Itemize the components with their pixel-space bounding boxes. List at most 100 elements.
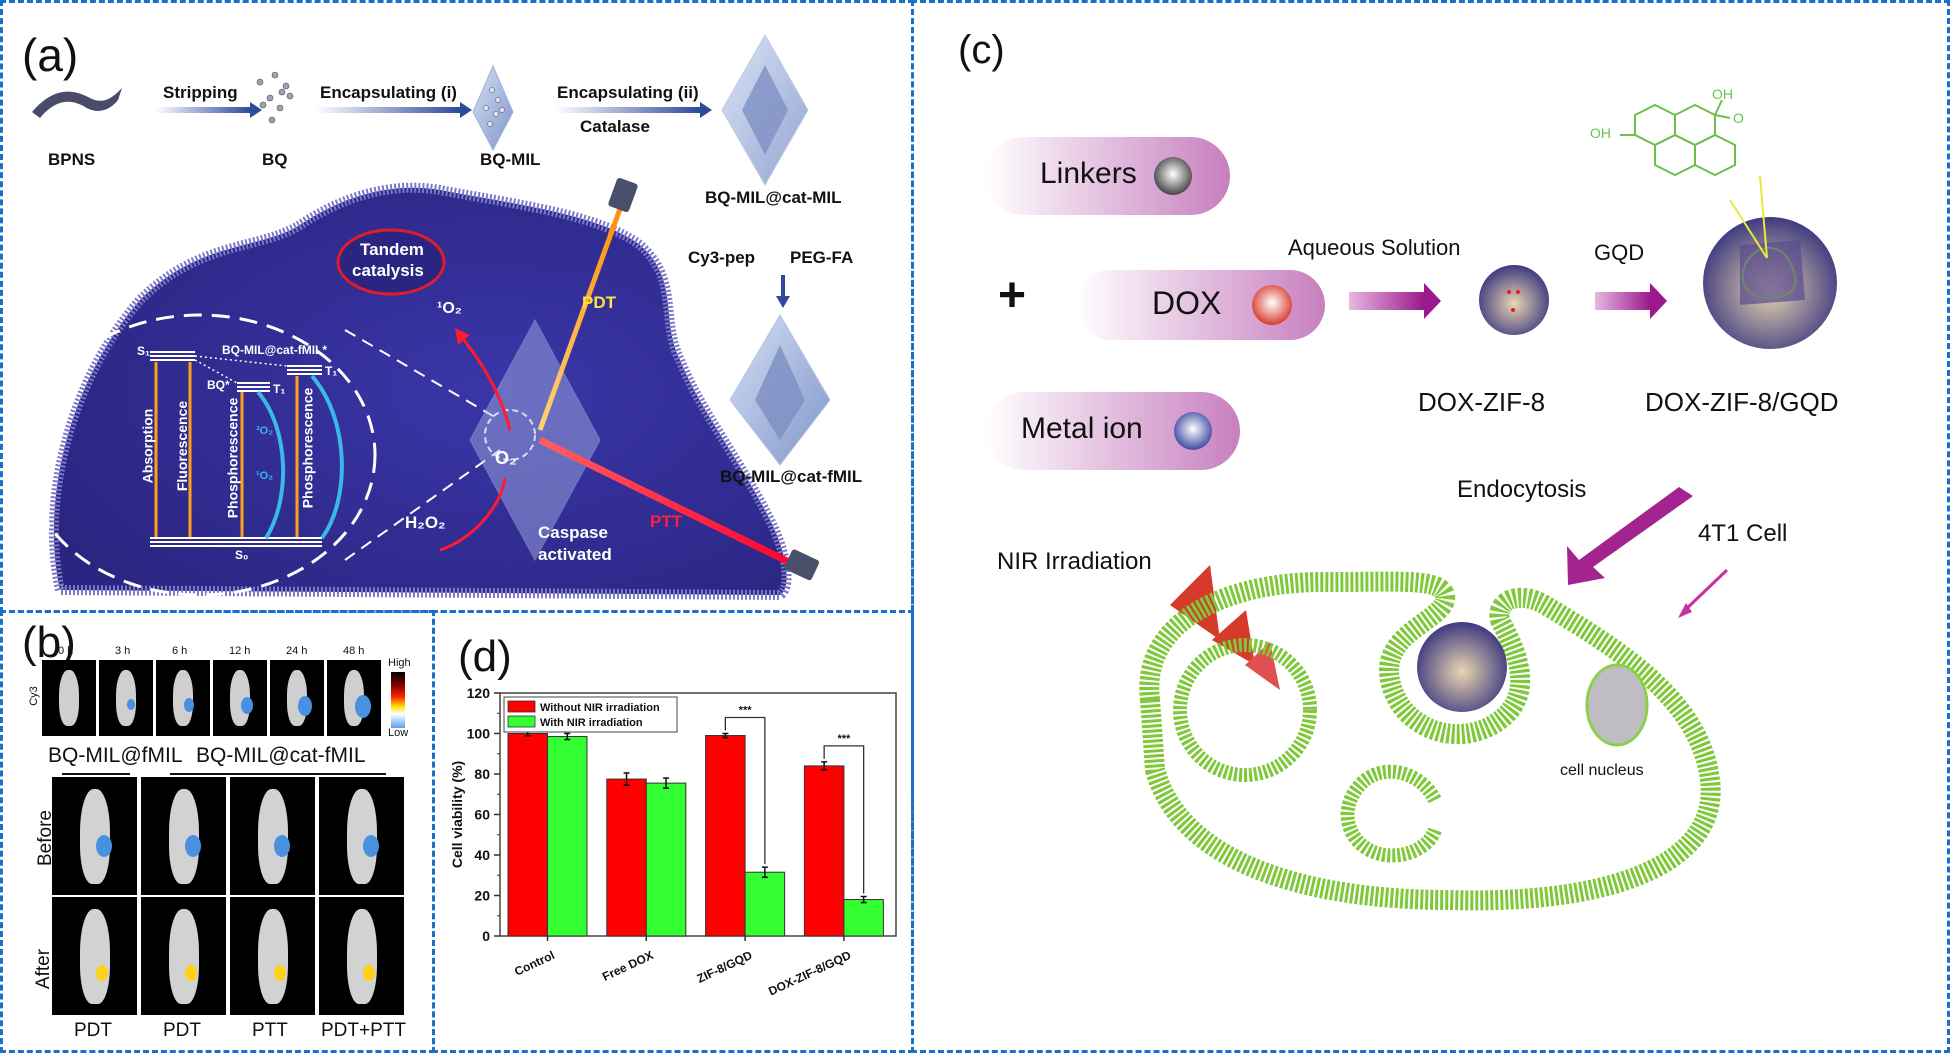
dox-zif8-label: DOX-ZIF-8 [1418,387,1546,417]
mouse-silhouette [116,670,136,726]
jablonski-t1-mil-label: T₁ [325,364,338,378]
legend-swatch [507,715,536,728]
fluorescence-spot [241,697,253,714]
panel-b-label: (b) [22,618,76,667]
pdt-laser-head [608,177,638,213]
y-tick-label: 120 [467,685,491,701]
tumor-signal [363,835,379,857]
fluorescence-spot [184,698,194,712]
singlet-oxygen-label: ¹O₂ [437,300,462,317]
y-axis-title: Cell viability (%) [449,761,465,868]
caspase-label-1: Caspase [538,523,608,542]
endocytosis-label: Endocytosis [1457,476,1587,503]
before-treatment-image [230,777,315,895]
after-treatment-image [230,897,315,1015]
encap-ii-arrow [555,107,700,113]
tumor-signal [274,965,286,981]
caspase-label-2: activated [538,545,612,564]
colorbar-high-label: High [388,657,411,669]
bar [843,899,884,937]
gqd-oh-label-2: OH [1712,86,1733,102]
fluorescence-spot [355,695,371,718]
legend-label: Without NIR irradiation [540,702,660,714]
treatment-label: PDT+PTT [321,1020,406,1041]
bq-mil-crystal [472,64,514,152]
panel-c-frame [911,0,1950,1053]
jablonski-s0-label: S₀ [235,548,249,562]
bq-label: BQ [262,150,288,169]
mouse-silhouette [347,909,377,1004]
bpns-label: BPNS [48,150,96,169]
jablonski-diagram [150,351,322,547]
fluorescence-spot [298,696,312,716]
before-treatment-image [319,777,404,895]
cell-body [48,182,792,601]
encap-i-label: Encapsulating (i) [320,83,457,102]
ptt-laser-beam [538,436,797,569]
time-point-image [213,660,267,736]
time-point-label: 48 h [343,645,365,657]
mouse-silhouette [258,909,288,1004]
mouse-silhouette [59,670,79,726]
mouse-silhouette [173,670,193,726]
tandem-label-2: catalysis [352,261,424,280]
linker-ball-icon [1154,157,1192,195]
panel-d-label: (d) [458,632,512,681]
endocytosis-arrow [1567,487,1693,585]
bq-dots-icon [256,71,294,124]
time-point-label: 24 h [286,645,308,657]
jablonski-singlet-oxygen-label: ¹O₂ [256,470,274,482]
tumor-signal [96,835,112,857]
peg-fa-label: PEG-FA [790,248,854,267]
treatment-label: PDT [163,1020,201,1041]
linkers-label: Linkers [1040,157,1137,190]
gqd-arrow [1595,292,1650,310]
nir-irradiation-icon [1170,565,1220,640]
y-tick-label: 0 [482,928,490,944]
gqd-oh-label-1: OH [1590,125,1611,141]
group-cat-fmil-underline [170,773,386,775]
group-fmil-underline [62,773,130,775]
aqueous-solution-label: Aqueous Solution [1288,235,1461,260]
broken-vesicle [1340,764,1442,863]
before-treatment-image [52,777,137,895]
h2o2-label: H₂O₂ [405,513,446,532]
time-point-label: 3 h [115,645,131,657]
cell-pointer-arrow [1681,568,1729,614]
aqueous-arrow [1349,292,1424,310]
legend-label: With NIR irradiation [540,717,643,729]
jablonski-t1-bq-label: T₁ [273,382,286,396]
metal-ion-pill [985,392,1240,470]
tumor-signal [185,965,197,981]
time-point-image [99,660,153,736]
metal-ball-icon [1174,412,1212,450]
tumor-signal [274,835,290,857]
time-point-image [327,660,381,736]
time-point-image [270,660,324,736]
stripping-label: Stripping [163,83,238,102]
gqd-label: GQD [1594,240,1645,265]
bar [606,778,647,937]
panel-a-label: (a) [22,29,79,81]
jablonski-mil-star-label: BQ-MIL@cat-fMIL* [222,343,328,357]
y-tick-label: 80 [474,766,490,782]
gqd-o-label: O [1733,110,1744,126]
after-treatment-image [52,897,137,1015]
tumor-signal [96,965,108,981]
group-cat-fmil-label: BQ-MIL@cat-fMIL [196,744,366,767]
cell-nucleus-label: cell nucleus [1560,762,1644,779]
legend-swatch [507,700,536,713]
y-tick-label: 100 [467,726,491,742]
bq-mil-label: BQ-MIL [480,150,541,169]
tandem-label-1: Tandem [360,240,424,259]
intensity-colorbar [391,672,405,728]
oxygen-label: O₂ [495,448,517,468]
stripping-arrow [155,107,250,113]
dox-zif8-particle [1479,265,1549,335]
bar [507,733,548,937]
jablonski-bq-star-label: BQ* [207,378,230,392]
cy3-pep-label: Cy3-pep [688,248,756,267]
bq-mil-cat-mil-label: BQ-MIL@cat-MIL [705,188,842,207]
